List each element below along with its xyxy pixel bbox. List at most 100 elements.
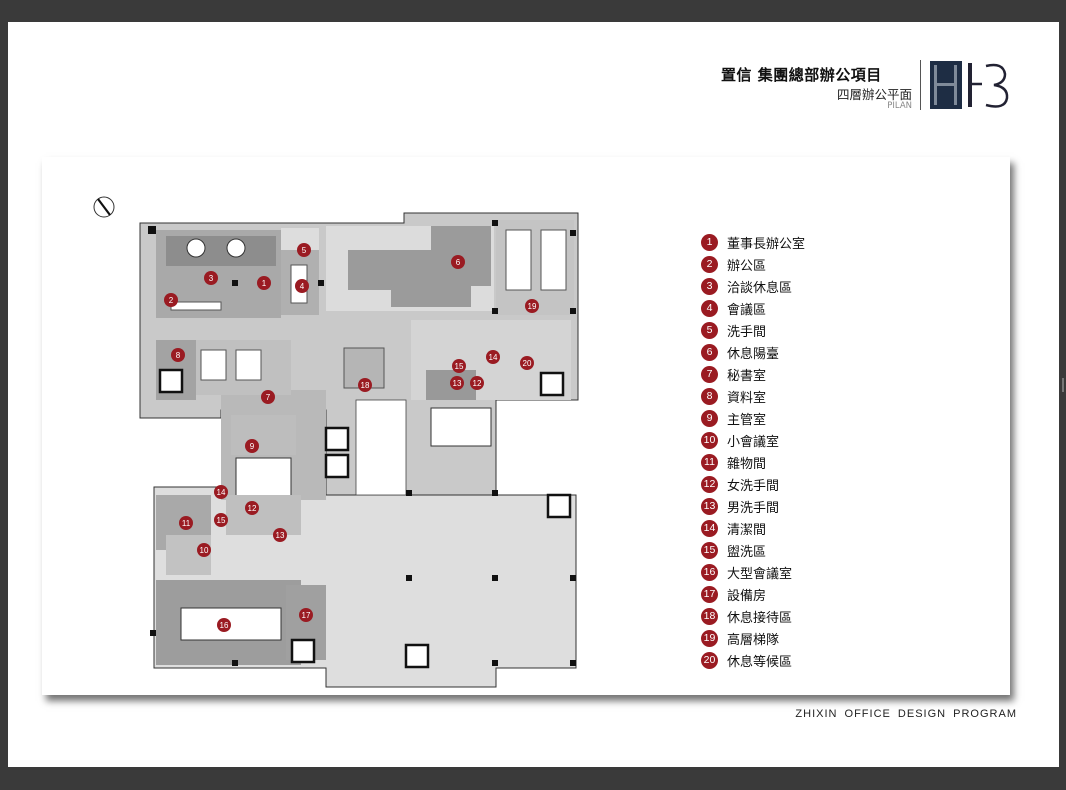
header-divider — [920, 60, 921, 110]
footer-program: ZHIXIN OFFICE DESIGN PROGRAM — [795, 708, 1017, 720]
legend-item: 7 秘書室 — [701, 363, 805, 385]
room-marker-label-10: 10 — [200, 546, 209, 555]
legend-item: 9 主管室 — [701, 407, 805, 429]
room-marker-label-15: 15 — [455, 362, 464, 371]
legend-number: 4 — [701, 299, 718, 317]
north-arrow-icon — [93, 196, 115, 218]
room-marker-2 — [164, 293, 178, 307]
room-marker-label-17: 17 — [302, 611, 311, 620]
room-marker-5 — [297, 243, 311, 257]
legend-label: 辦公區 — [727, 258, 767, 274]
legend-label: 洗手間 — [727, 324, 767, 340]
legend-number: 7 — [701, 365, 718, 383]
legend-item: 11 雜物間 — [701, 451, 805, 473]
page-edge-mark — [1062, 378, 1064, 392]
legend-number: 18 — [701, 607, 718, 625]
legend-item: 1 董事長辦公室 — [701, 231, 805, 253]
legend-label: 雜物間 — [727, 456, 767, 472]
room-marker-label-16: 16 — [220, 621, 229, 630]
legend-label: 女洗手間 — [727, 478, 780, 494]
room-marker-12 — [245, 501, 259, 515]
room-marker-label-15: 15 — [217, 516, 226, 525]
legend-number: 15 — [701, 541, 718, 559]
atrium-void — [355, 399, 407, 496]
legend-label: 休息等候區 — [727, 654, 793, 670]
legend-number: 19 — [701, 629, 718, 647]
legend-item: 12 女洗手間 — [701, 473, 805, 495]
legend-label: 男洗手間 — [727, 500, 780, 516]
room-marker-17 — [299, 608, 313, 622]
legend-label: 資料室 — [727, 390, 767, 406]
legend-label: 主管室 — [727, 412, 767, 428]
legend-number: 1 — [701, 233, 718, 251]
room-marker-15 — [452, 359, 466, 373]
legend-number: 17 — [701, 585, 718, 603]
legend-label: 休息接待區 — [727, 610, 793, 626]
room-marker-label-13: 13 — [276, 531, 285, 540]
room-marker-18 — [358, 378, 372, 392]
legend-label: 盥洗區 — [727, 544, 767, 560]
room-supervisor — [231, 415, 296, 455]
room-marker-1 — [257, 276, 271, 290]
room-marker-label-20: 20 — [523, 359, 532, 368]
room-marker-label-3: 3 — [209, 274, 214, 283]
legend-number: 3 — [701, 277, 718, 295]
legend-number: 12 — [701, 475, 718, 493]
legend-number: 9 — [701, 409, 718, 427]
legend-label: 高層梯隊 — [727, 632, 780, 648]
room-marker-label-1: 1 — [262, 279, 267, 288]
legend-label: 清潔間 — [727, 522, 767, 538]
room-marker-6 — [451, 255, 465, 269]
legend-item: 15 盥洗區 — [701, 539, 805, 561]
room-marker-label-14: 14 — [217, 488, 226, 497]
room-marker-10 — [197, 543, 211, 557]
legend-number: 13 — [701, 497, 718, 515]
room-marker-label-6: 6 — [456, 258, 461, 267]
room-marker-label-12: 12 — [248, 504, 257, 513]
legend-number: 5 — [701, 321, 718, 339]
legend-number: 10 — [701, 431, 718, 449]
legend-label: 秘書室 — [727, 368, 767, 384]
legend-number: 2 — [701, 255, 718, 273]
legend-number: 11 — [701, 453, 718, 471]
legend-number: 20 — [701, 651, 718, 669]
legend-number: 16 — [701, 563, 718, 581]
legend-item: 6 休息陽臺 — [701, 341, 805, 363]
room-marker-14 — [214, 485, 228, 499]
legend-label: 董事長辦公室 — [727, 236, 806, 252]
room-marker-19 — [525, 299, 539, 313]
legend-item: 19 高層梯隊 — [701, 627, 805, 649]
room-marker-16 — [217, 618, 231, 632]
legend-number: 6 — [701, 343, 718, 361]
legend-item: 2 辦公區 — [701, 253, 805, 275]
legend-label: 洽談休息區 — [727, 280, 793, 296]
legend-item: 18 休息接待區 — [701, 605, 805, 627]
room-marker-label-13: 13 — [453, 379, 462, 388]
legend-item: 5 洗手間 — [701, 319, 805, 341]
room-marker-14 — [486, 350, 500, 364]
room-marker-label-19: 19 — [528, 302, 537, 311]
room-marker-4 — [295, 279, 309, 293]
legend-label: 休息陽臺 — [727, 346, 780, 362]
stairwell — [235, 457, 292, 497]
room-marker-label-14: 14 — [489, 353, 498, 362]
room-marker-label-2: 2 — [169, 296, 174, 305]
legend-item: 17 設備房 — [701, 583, 805, 605]
room-marker-label-8: 8 — [176, 351, 181, 360]
room-restrooms — [226, 495, 301, 535]
room-marker-20 — [520, 356, 534, 370]
legend-label: 設備房 — [727, 588, 767, 604]
room-marker-9 — [245, 439, 259, 453]
room-marker-label-18: 18 — [361, 381, 370, 390]
project-title: 置信 集團總部辦公項目 — [721, 66, 882, 84]
room-marker-7 — [261, 390, 275, 404]
room-marker-label-12: 12 — [473, 379, 482, 388]
legend-item: 3 洽談休息區 — [701, 275, 805, 297]
room-marker-8 — [171, 348, 185, 362]
room-marker-label-9: 9 — [250, 442, 255, 451]
plan-subtitle-en: PILAN — [887, 101, 912, 111]
